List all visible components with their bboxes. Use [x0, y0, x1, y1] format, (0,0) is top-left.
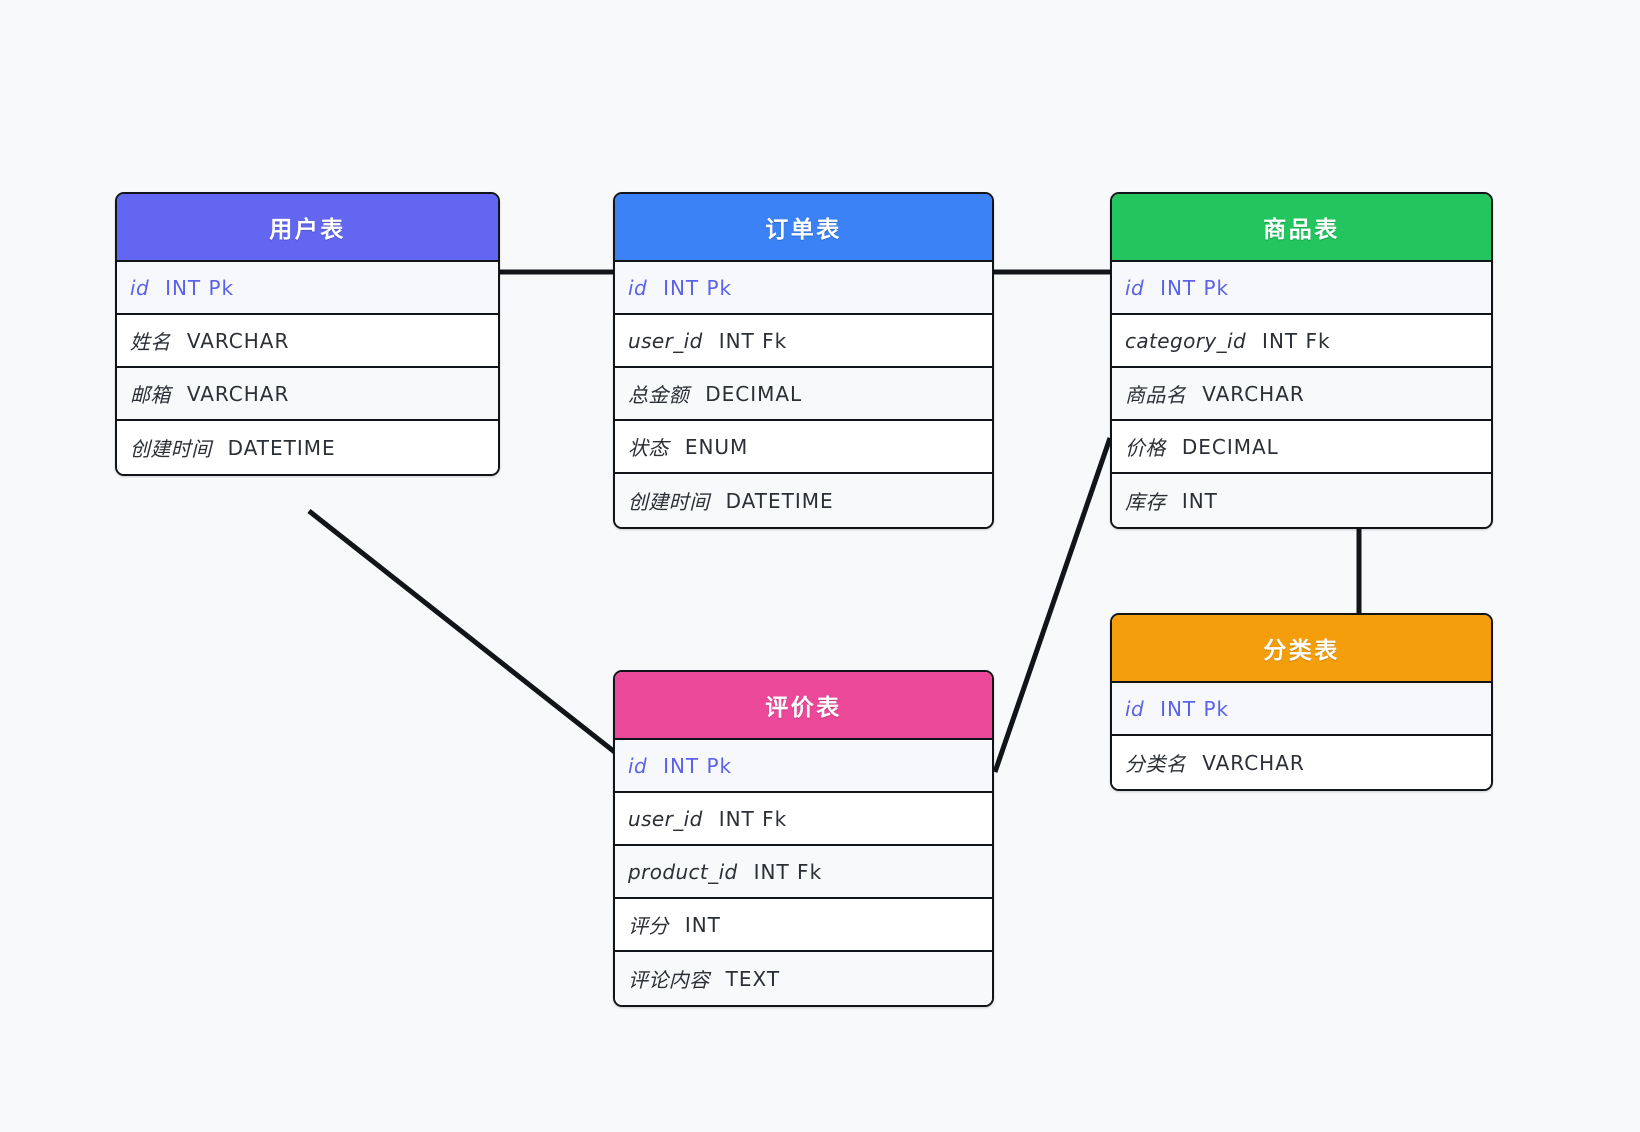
entity-fields-products: id INT Pk category_id INT Fk 商品名 VARCHAR 价格 DEC… [1112, 262, 1491, 527]
field-name: 创建时间 [130, 437, 212, 461]
entity-title-reviews: 评价表 [615, 672, 992, 740]
field-row[interactable]: id INT Pk [615, 740, 992, 793]
entity-title-categories: 分类表 [1112, 615, 1491, 683]
field-type: VARCHAR [1202, 750, 1305, 775]
field-name: 状态 [628, 436, 669, 460]
field-type: INT Pk [1160, 696, 1230, 721]
field-row[interactable]: id INT Pk [117, 262, 498, 315]
field-row[interactable]: id INT Pk [615, 262, 992, 315]
field-type: ENUM [684, 434, 749, 459]
entity-table-users[interactable]: 用户表 id INT Pk 姓名 VARCHAR 邮箱 VARCHAR 创建时间 DATETIM… [115, 192, 500, 476]
entity-table-categories[interactable]: 分类表 id INT Pk 分类名 VARCHAR [1110, 613, 1493, 791]
field-row[interactable]: product_id INT Fk [615, 846, 992, 899]
field-name: id [1125, 275, 1145, 300]
field-type: INT Pk [663, 753, 733, 778]
entity-title-users: 用户表 [117, 194, 498, 262]
field-row[interactable]: 状态 ENUM [615, 421, 992, 474]
field-row[interactable]: 价格 DECIMAL [1112, 421, 1491, 474]
entity-fields-categories: id INT Pk 分类名 VARCHAR [1112, 683, 1491, 789]
field-name: id [628, 753, 648, 778]
entity-title-orders: 订单表 [615, 194, 992, 262]
field-name: 总金额 [628, 383, 690, 407]
entity-fields-orders: id INT Pk user_id INT Fk 总金额 DECIMAL 状态 ENUM 创建时… [615, 262, 992, 527]
field-name: 库存 [1125, 490, 1166, 514]
field-name: 创建时间 [628, 490, 710, 514]
field-type: DECIMAL [1181, 434, 1279, 459]
field-type: TEXT [725, 966, 781, 991]
field-row[interactable]: 评论内容 TEXT [615, 952, 992, 1005]
field-name: user_id [628, 328, 703, 353]
field-name: 邮箱 [130, 383, 171, 407]
field-row[interactable]: 分类名 VARCHAR [1112, 736, 1491, 789]
field-type: INT Pk [663, 275, 733, 300]
entity-title-products: 商品表 [1112, 194, 1491, 262]
field-type: INT [1181, 488, 1218, 513]
field-row[interactable]: 姓名 VARCHAR [117, 315, 498, 368]
field-name: user_id [628, 806, 703, 831]
entity-fields-users: id INT Pk 姓名 VARCHAR 邮箱 VARCHAR 创建时间 DATETIME [117, 262, 498, 474]
field-type: VARCHAR [186, 328, 290, 353]
field-row[interactable]: user_id INT Fk [615, 793, 992, 846]
field-name: 姓名 [130, 330, 171, 354]
field-row[interactable]: 创建时间 DATETIME [117, 421, 498, 474]
field-name: id [1125, 696, 1145, 721]
field-type: DATETIME [725, 488, 834, 513]
field-type: INT Fk [718, 806, 788, 831]
field-row[interactable]: 评分 INT [615, 899, 992, 952]
field-name: product_id [628, 859, 738, 884]
entity-table-products[interactable]: 商品表 id INT Pk category_id INT Fk 商品名 VARCHAR 价格… [1110, 192, 1493, 529]
field-type: VARCHAR [1202, 381, 1305, 406]
entity-table-orders[interactable]: 订单表 id INT Pk user_id INT Fk 总金额 DECIMAL 状态 ENUM… [613, 192, 994, 529]
field-row[interactable]: 商品名 VARCHAR [1112, 368, 1491, 421]
field-type: INT Pk [1160, 275, 1230, 300]
field-name: category_id [1125, 328, 1247, 353]
field-type: DECIMAL [705, 381, 803, 406]
field-name: id [628, 275, 648, 300]
field-type: DATETIME [227, 435, 336, 460]
field-row[interactable]: id INT Pk [1112, 683, 1491, 736]
field-row[interactable]: 库存 INT [1112, 474, 1491, 527]
relationship-line-products-reviews [992, 437, 1113, 773]
field-row[interactable]: 总金额 DECIMAL [615, 368, 992, 421]
field-name: 评分 [628, 914, 669, 938]
field-name: 评论内容 [628, 968, 710, 992]
field-row[interactable]: 邮箱 VARCHAR [117, 368, 498, 421]
field-type: INT Pk [165, 275, 235, 300]
field-name: id [130, 275, 150, 300]
field-row[interactable]: 创建时间 DATETIME [615, 474, 992, 527]
field-type: VARCHAR [186, 381, 290, 406]
field-type: INT Fk [1262, 328, 1331, 353]
field-name: 商品名 [1125, 383, 1187, 407]
field-name: 价格 [1125, 436, 1166, 460]
field-type: INT [684, 912, 721, 937]
field-row[interactable]: category_id INT Fk [1112, 315, 1491, 368]
relationship-line-users-reviews [307, 509, 642, 774]
field-type: INT Fk [753, 859, 823, 884]
field-type: INT Fk [718, 328, 788, 353]
field-name: 分类名 [1125, 752, 1187, 776]
field-row[interactable]: user_id INT Fk [615, 315, 992, 368]
field-row[interactable]: id INT Pk [1112, 262, 1491, 315]
